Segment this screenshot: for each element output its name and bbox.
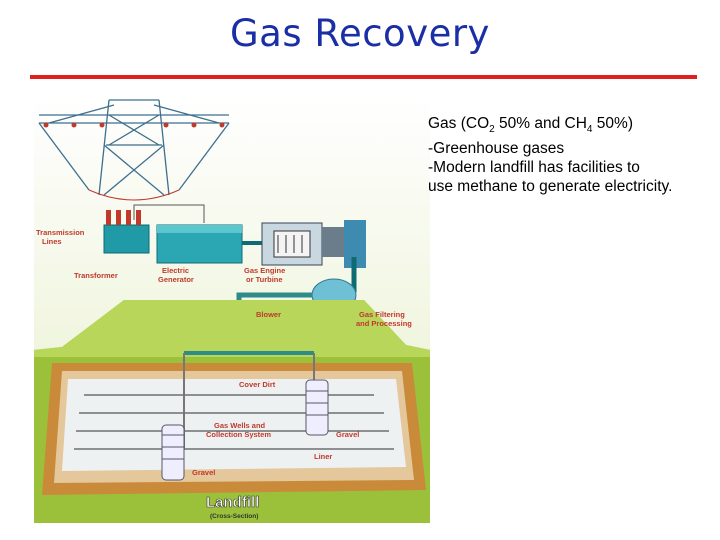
bullet-text: Gas (CO2 50% and CH4 50%) -Greenhouse ga… <box>428 114 718 196</box>
label-transmission-1: Transmission <box>36 228 85 237</box>
label-landfill: Landfill <box>206 494 259 511</box>
label-transmission-2: Lines <box>42 237 62 246</box>
gas-engine <box>261 220 366 268</box>
label-gas-filtering-2: and Processing <box>356 319 412 328</box>
label-generator-1: Electric <box>162 266 189 275</box>
svg-text:Transmission: Transmission <box>36 228 85 237</box>
greenhouse-line: -Greenhouse gases <box>428 140 565 158</box>
landfill-facilities-line: -Modern landfill has facilities to <box>428 159 640 177</box>
label-cover-dirt: Cover Dirt <box>239 380 276 389</box>
label-gravel-bottom: Gravel <box>192 468 215 477</box>
label-gravel-right: Gravel <box>336 430 359 439</box>
slide-title: Gas Recovery <box>230 12 490 55</box>
transformer <box>103 204 205 254</box>
label-gas-wells-2: Collection System <box>206 430 271 439</box>
title-underline <box>30 75 697 79</box>
landfill-gas-diagram: Transmission Lines Transformer Electric … <box>34 95 430 523</box>
gas-composition-line: Gas (CO2 50% and CH4 50%) <box>428 115 633 136</box>
gas-well-left <box>161 424 185 481</box>
label-cross-section: (Cross-Section) <box>210 513 258 520</box>
label-gas-engine-1: Gas Engine <box>244 266 285 275</box>
label-blower: Blower <box>256 310 281 319</box>
gas-well-right <box>305 379 329 436</box>
label-gas-engine-2: or Turbine <box>246 275 283 284</box>
insulators <box>43 122 225 128</box>
svg-text:Lines: Lines <box>42 237 62 246</box>
landfill-mound <box>34 300 430 523</box>
label-gas-wells-1: Gas Wells and <box>214 421 266 430</box>
label-gas-filtering-1: Gas Filtering <box>359 310 405 319</box>
electricity-line: use methane to generate electricity. <box>428 178 673 196</box>
label-transformer: Transformer <box>74 271 118 280</box>
label-generator-2: Generator <box>158 275 194 284</box>
label-liner: Liner <box>314 452 332 461</box>
transmission-tower <box>38 99 230 196</box>
electric-generator <box>156 224 243 264</box>
